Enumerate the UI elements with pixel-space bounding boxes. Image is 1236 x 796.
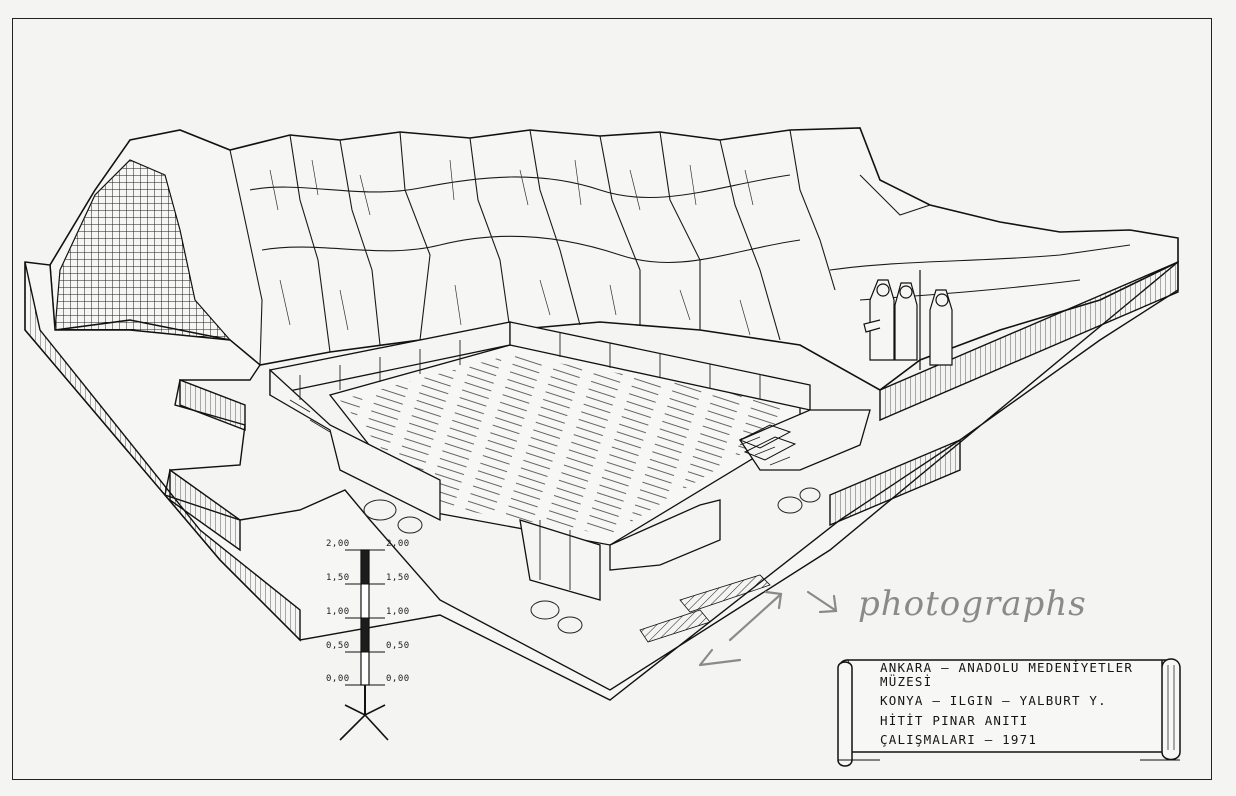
- handwritten-arrows: [698, 590, 838, 667]
- title-line: MÜZESİ: [880, 673, 933, 689]
- scale-label-right: 1,50: [386, 573, 410, 583]
- scale-label-right: 0,00: [386, 674, 410, 684]
- handwritten-note: photographs: [858, 584, 1087, 624]
- scale-label-left: 0,00: [326, 674, 350, 684]
- title-scroll: [837, 658, 1181, 767]
- ground-terrace: [24, 260, 1179, 701]
- title-line: ÇALIŞMALARI – 1971: [880, 732, 1038, 747]
- scale-label-right: 2,00: [386, 539, 410, 549]
- hittite-figures: [863, 270, 953, 370]
- pool-basin: [269, 321, 871, 643]
- title-block: ANKARA – ANADOLU MEDENİYETLER MÜZESİ KON…: [880, 658, 1160, 750]
- measuring-scale: [339, 549, 389, 741]
- scale-label-left: 0,50: [326, 641, 350, 651]
- title-line: HİTİT PINAR ANITI: [880, 712, 1029, 728]
- scale-label-right: 1,00: [386, 607, 410, 617]
- title-line: KONYA – ILGIN – YALBURT Y.: [880, 693, 1107, 708]
- scale-label-left: 2,00: [326, 539, 350, 549]
- title-line: ANKARA – ANADOLU MEDENİYETLER: [880, 660, 1134, 675]
- sheet-border: [12, 18, 1212, 780]
- scale-label-left: 1,50: [326, 573, 350, 583]
- scale-label-right: 0,50: [386, 641, 410, 651]
- scale-label-left: 1,00: [326, 607, 350, 617]
